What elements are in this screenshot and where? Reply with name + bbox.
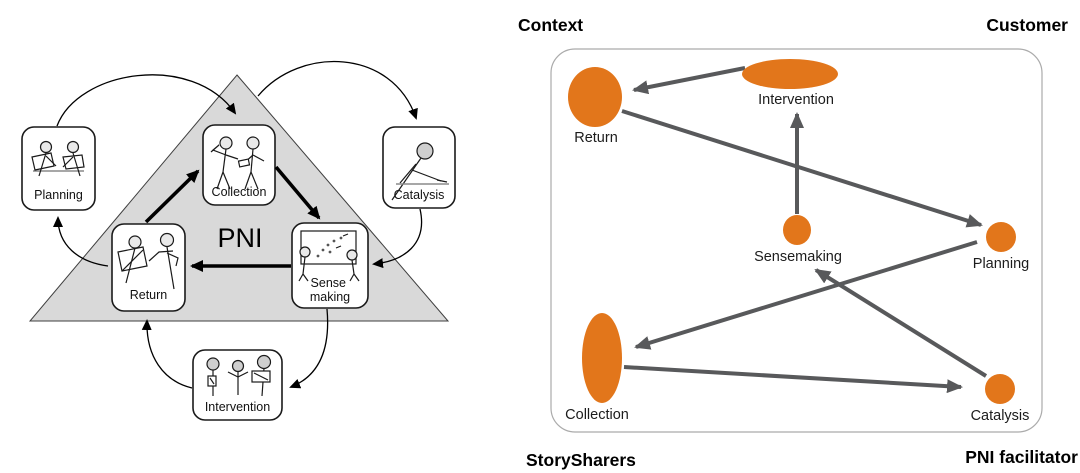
return-icon — [117, 232, 179, 290]
corner-label-context: Context — [518, 15, 583, 35]
arrow-catalysis-to-sensemaking — [372, 208, 423, 269]
sensemaking-node — [783, 215, 811, 245]
arrow-collection-to-catalysis — [623, 365, 963, 394]
planning-node-label: Planning — [973, 256, 1029, 272]
arrow-sensemaking-to-intervention — [289, 308, 329, 389]
arrow-planning-to-collection — [634, 240, 978, 350]
bold-arrow-return-to-collection — [144, 169, 200, 224]
catalysis-label: Catalysis — [394, 188, 445, 202]
quadrant-frame — [550, 48, 1043, 433]
arrow-return-to-planning — [621, 109, 983, 228]
collection-label: Collection — [212, 185, 267, 199]
planning-label: Planning — [34, 188, 83, 202]
collection-icon — [210, 136, 265, 190]
arrow-collection-to-catalysis — [257, 60, 418, 120]
arrow-intervention-to-return — [141, 319, 193, 389]
return-node — [568, 67, 622, 127]
sensemaking-icon — [298, 230, 360, 282]
corner-label-pni-facilitator: PNI facilitator — [965, 447, 1078, 467]
bold-arrow-collection-to-sensemaking — [274, 165, 321, 220]
return-node-label: Return — [574, 130, 618, 146]
corner-label-storysharers: StorySharers — [526, 450, 636, 470]
pni-triangle-diagram: Planning Collection Catalysis Return Sen… — [21, 60, 456, 421]
collection-node-label: Collection — [565, 407, 629, 423]
planning-node — [986, 222, 1016, 252]
planning-icon — [31, 140, 85, 177]
intervention-node — [742, 59, 838, 89]
intervention-node-label: Intervention — [758, 92, 834, 108]
return-label: Return — [130, 288, 168, 302]
pni-center-label: PNI — [217, 223, 262, 253]
catalysis-icon — [391, 142, 449, 201]
pni-context-map: Context Customer StorySharers PNI facili… — [518, 15, 1078, 470]
sensemaking-label: Sense making — [310, 276, 350, 304]
arrow-return-to-planning — [53, 216, 109, 267]
sensemaking-node-label: Sensemaking — [754, 249, 842, 265]
catalysis-node — [985, 374, 1015, 404]
intervention-label: Intervention — [205, 400, 270, 414]
arrow-planning-to-collection — [56, 74, 237, 127]
catalysis-node-label: Catalysis — [971, 408, 1030, 424]
corner-label-customer: Customer — [986, 15, 1068, 35]
arrow-intervention-to-return — [632, 66, 746, 95]
collection-node — [582, 313, 622, 403]
arrow-catalysis-to-sensemaking — [814, 268, 988, 378]
intervention-icon — [206, 354, 272, 397]
